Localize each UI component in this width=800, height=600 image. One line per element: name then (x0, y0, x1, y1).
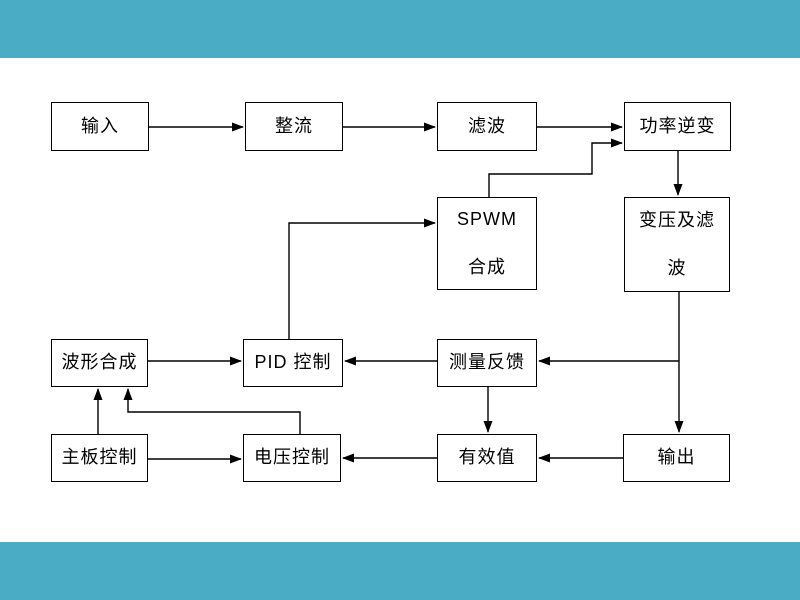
node-power-inverter-label: 功率逆变 (639, 115, 716, 136)
node-pid-control: PID 控制 (243, 339, 343, 387)
node-pid-control-label: PID 控制 (254, 352, 332, 373)
node-transformer-filter-line1: 变压及滤 (639, 209, 715, 230)
node-voltage-control-label: 电压控制 (254, 447, 330, 468)
node-rms-value: 有效值 (437, 434, 537, 482)
node-rectifier: 整流 (245, 102, 343, 151)
node-waveform-synthesis: 波形合成 (51, 339, 148, 387)
node-power-inverter: 功率逆变 (624, 102, 731, 151)
node-transformer-filter: 变压及滤 波 (624, 197, 730, 292)
node-voltage-control: 电压控制 (243, 434, 341, 482)
edge-spwm-inverter (488, 138, 623, 197)
node-filter-label: 滤波 (468, 115, 506, 136)
node-mainboard-control: 主板控制 (51, 434, 148, 482)
node-input-label: 输入 (81, 115, 119, 136)
node-output: 输出 (623, 434, 730, 482)
node-measurement-feedback: 测量反馈 (437, 339, 537, 387)
bottom-accent-band (0, 542, 800, 600)
node-spwm-synthesis-line2: 合成 (468, 256, 506, 277)
node-measurement-feedback-label: 测量反馈 (449, 352, 525, 373)
node-filter: 滤波 (437, 102, 537, 151)
node-input: 输入 (51, 102, 149, 151)
node-waveform-synthesis-label: 波形合成 (61, 352, 138, 373)
edge-voltage-waveform (123, 388, 301, 434)
node-spwm-synthesis: SPWM 合成 (437, 197, 537, 290)
node-rectifier-label: 整流 (275, 115, 313, 136)
node-transformer-filter-line2: 波 (667, 257, 687, 278)
edge-pid-spwm (288, 218, 436, 339)
node-mainboard-control-label: 主板控制 (61, 447, 138, 468)
top-accent-band (0, 0, 800, 58)
node-output-label: 输出 (657, 447, 696, 468)
node-rms-value-label: 有效值 (458, 447, 516, 468)
node-spwm-synthesis-line1: SPWM (457, 208, 517, 229)
